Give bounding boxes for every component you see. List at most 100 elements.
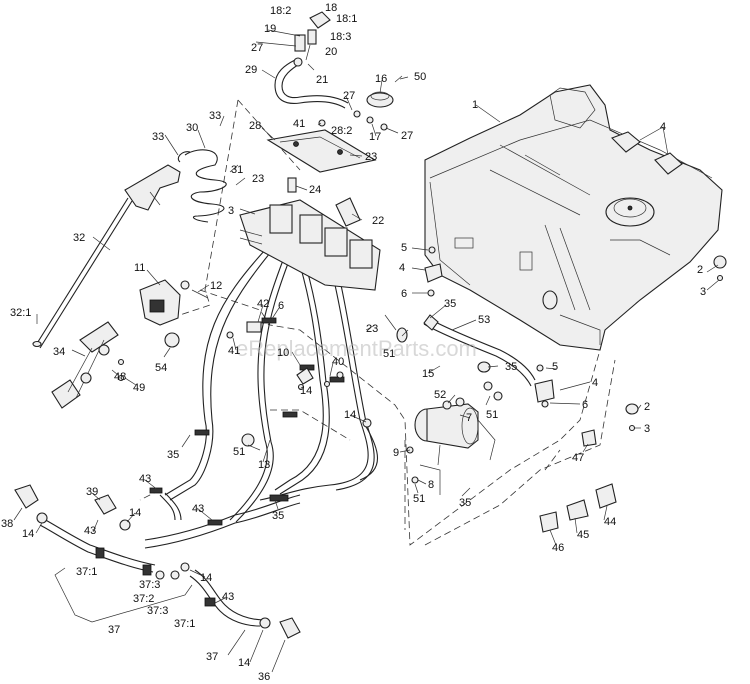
callout-27: 27 (343, 90, 355, 102)
callout-9: 9 (393, 447, 399, 459)
callout-37: 37 (206, 651, 218, 663)
fill-strainer-parts (353, 75, 403, 131)
callout-41: 41 (293, 118, 305, 130)
cable-clamps (226, 321, 344, 388)
callout-51: 51 (486, 409, 498, 421)
callout-18-2: 18:2 (270, 5, 291, 17)
callout-37-3: 37:3 (139, 579, 160, 591)
callout-13: 13 (258, 459, 270, 471)
valve-manifold (239, 197, 381, 291)
callout-41: 41 (228, 345, 240, 357)
callout-54: 54 (155, 362, 167, 374)
tank-mounting-hardware (424, 246, 724, 533)
callout-46: 46 (552, 542, 564, 554)
tank-clamp-upper (611, 131, 727, 269)
callout-28: 28 (249, 120, 261, 132)
callout-40: 40 (332, 356, 344, 368)
callout-18-1: 18:1 (336, 13, 357, 25)
callout-47: 47 (572, 452, 584, 464)
upper-hose-assembly (274, 11, 349, 109)
callout-18-3: 18:3 (330, 31, 351, 43)
boom-hose-lower (14, 484, 301, 639)
solenoid-valve (139, 279, 209, 348)
callout-4: 4 (399, 262, 405, 274)
callout-45: 45 (577, 529, 589, 541)
callout-37: 37 (108, 624, 120, 636)
callout-43: 43 (192, 503, 204, 515)
callout-29: 29 (245, 64, 257, 76)
callout-37-1: 37:1 (76, 566, 97, 578)
callout-42: 42 (257, 298, 269, 310)
callout-3: 3 (700, 286, 706, 298)
callout-2: 2 (697, 264, 703, 276)
callout-37-1: 37:1 (174, 618, 195, 630)
callout-52: 52 (434, 389, 446, 401)
mounting-bracket (266, 119, 377, 193)
callout-1: 1 (472, 99, 478, 111)
callout-5: 5 (552, 361, 558, 373)
callout-48: 48 (114, 371, 126, 383)
callout-43: 43 (84, 525, 96, 537)
callout-35: 35 (459, 497, 471, 509)
callout-34: 34 (53, 346, 65, 358)
callout-35: 35 (272, 510, 284, 522)
callout-24: 24 (309, 184, 321, 196)
callout-5: 5 (401, 242, 407, 254)
callout-44: 44 (604, 516, 616, 528)
callout-33: 33 (209, 110, 221, 122)
callout-14: 14 (344, 409, 356, 421)
callout-27: 27 (251, 42, 263, 54)
callout-10: 10 (277, 347, 289, 359)
callout-2: 2 (644, 401, 650, 413)
callout-35: 35 (167, 449, 179, 461)
callout-22: 22 (372, 215, 384, 227)
leader-lines (13, 29, 720, 673)
callout-14: 14 (129, 507, 141, 519)
pump-mount-hardware (241, 383, 441, 495)
callout-39: 39 (86, 486, 98, 498)
callout-23: 23 (366, 323, 378, 335)
nozzle-holder-bracket (51, 321, 125, 409)
suction-hose (396, 314, 536, 387)
callout-23: 23 (365, 151, 377, 163)
callout-20: 20 (325, 46, 337, 58)
callout-27: 27 (401, 130, 413, 142)
callout-53: 53 (478, 314, 490, 326)
callout-50: 50 (414, 71, 426, 83)
callout-38: 38 (1, 518, 13, 530)
callout-7: 7 (466, 412, 472, 424)
callout-51: 51 (413, 493, 425, 505)
callout-labels: 1 2 2 3 3 3 4 4 4 5 5 6 6 6 7 8 9 10 11 … (1, 2, 706, 683)
callout-14: 14 (22, 528, 34, 540)
callout-14: 14 (300, 385, 312, 397)
coiled-hose (177, 149, 227, 223)
watermark-text: eReplacementParts.com (236, 336, 477, 361)
callout-3: 3 (644, 423, 650, 435)
callout-17: 17 (369, 131, 381, 143)
callout-23: 23 (252, 173, 264, 185)
callout-35: 35 (505, 361, 517, 373)
spray-tank (424, 84, 723, 351)
callout-4: 4 (592, 377, 598, 389)
callout-8: 8 (428, 479, 434, 491)
callout-15: 15 (422, 368, 434, 380)
callout-32-1: 32:1 (10, 307, 31, 319)
callout-33: 33 (152, 131, 164, 143)
callout-51: 51 (383, 348, 395, 360)
callout-28-2: 28:2 (331, 125, 352, 137)
callout-30: 30 (186, 122, 198, 134)
callout-49: 49 (133, 382, 145, 394)
pump-assembly (414, 381, 503, 466)
callout-14: 14 (238, 657, 250, 669)
callout-37-3: 37:3 (147, 605, 168, 617)
callout-37-2: 37:2 (133, 593, 154, 605)
callout-12: 12 (210, 280, 222, 292)
callout-21: 21 (316, 74, 328, 86)
callout-35: 35 (444, 298, 456, 310)
callout-19: 19 (264, 23, 276, 35)
callout-14: 14 (200, 572, 212, 584)
callout-18: 18 (325, 2, 337, 14)
callout-16: 16 (375, 73, 387, 85)
callout-43: 43 (222, 591, 234, 603)
